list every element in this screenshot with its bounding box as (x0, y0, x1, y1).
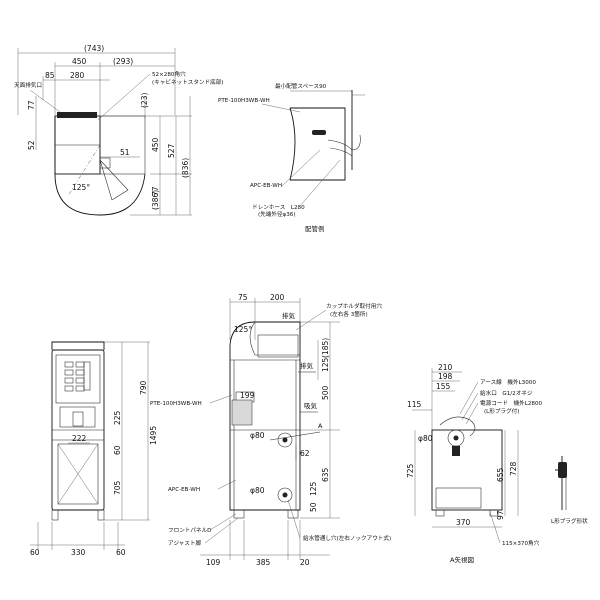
label-apc-side: APC-EB-WH (168, 487, 200, 493)
label-pte-top: PTE-100H3WB-WH (218, 98, 270, 104)
button-panel (64, 361, 91, 392)
dim-293: (293) (113, 57, 133, 66)
label-hole-a: 115×370角穴 (502, 539, 540, 547)
label-ko: 給水管通し穴(左右ノックアウト式) (303, 534, 391, 542)
dim-222: 222 (72, 434, 87, 443)
label-water: 給水口 G1/2オネジ (480, 389, 533, 397)
dim-1495: 1495 (149, 426, 158, 445)
dim-330: 330 (71, 548, 86, 557)
l-plug-view: L形プラグ形状 (551, 456, 588, 525)
dim-77: 77 (27, 100, 36, 110)
dim-109: 109 (206, 558, 221, 567)
dim-phi80b: φ80 (250, 486, 265, 495)
label-earth: アース線 機外L3000 (480, 378, 536, 386)
dim-phi80a: φ80 (250, 431, 265, 440)
label-plug: (L形プラグ付) (484, 407, 519, 415)
top-plan-view: (743) 450 (293) 85 280 52×280角穴 (キャビネットス… (14, 44, 224, 216)
dim-210: 210 (438, 363, 453, 372)
dim-450v: 450 (151, 137, 160, 152)
dim-51: 51 (120, 148, 130, 157)
label-a: A (318, 422, 323, 430)
label-exhaust: 排気 (282, 311, 296, 320)
dim-635: 635 (321, 467, 330, 482)
dim-23: (23) (140, 93, 149, 108)
label-cord: 電源コード 機外L2800 (480, 399, 543, 407)
label-stand: (キャビネットスタンド底部) (152, 78, 224, 86)
caption-plug: L形プラグ形状 (551, 517, 588, 525)
dim-450: 450 (72, 57, 87, 66)
label-hose: ドレンホース L280 (252, 204, 305, 211)
dim-52: 52 (27, 140, 36, 150)
dim-385: 385 (256, 558, 271, 567)
dim-20: 20 (300, 558, 310, 567)
label-holder: カップホルダ取付用穴 (326, 302, 382, 310)
dim-200: 200 (270, 293, 285, 302)
caption-detail-a: A矢視図 (450, 555, 474, 564)
label-vent: 天面排気口 (14, 81, 42, 89)
front-view: 222 790 1495 225 60 705 60 330 60 (30, 341, 158, 557)
dim-185: (185) (321, 338, 330, 358)
side-view: 75 200 199 125° 排気 カップホルダ取付用穴 (左右各 3箇所) … (150, 293, 391, 567)
label-space: 最小配管スペース90 (275, 82, 327, 90)
label-pte-side: PTE-100H3WB-WH (150, 401, 202, 407)
dim-125b: 125 (309, 481, 318, 496)
dim-85: 85 (45, 71, 55, 80)
detail-a-view: 210 198 155 115 アース線 機外L3000 給水口 G1/2オネジ… (406, 363, 543, 564)
label-hose-note: (先端外径φ36) (258, 210, 296, 218)
dim-725: 725 (406, 463, 415, 478)
dim-155: 155 (436, 382, 451, 391)
dim-527: 527 (167, 143, 176, 158)
dim-60r: 60 (116, 548, 126, 557)
dim-280: 280 (70, 71, 85, 80)
dim-125: 125 (321, 357, 330, 372)
dim-62: 62 (300, 449, 310, 458)
label-intake: 吸気 (304, 401, 318, 410)
dim-75: 75 (238, 293, 248, 302)
caption-piping: 配管例 (305, 224, 325, 233)
dim-386: (386) (151, 190, 160, 210)
dim-790: 790 (139, 380, 148, 395)
dim-77b: 77 (151, 186, 160, 196)
dim-370: 370 (456, 518, 471, 527)
piping-example-view: 最小配管スペース90 PTE-100H3WB-WH APC-EB-WH ドレンホ… (218, 82, 365, 233)
label-holder-note: (左右各 3箇所) (330, 310, 368, 318)
dim-198: 198 (438, 372, 453, 381)
dim-728: 728 (509, 461, 518, 476)
label-frontpanel: フロントパネルD (168, 527, 211, 534)
dim-60a: 60 (113, 445, 122, 455)
dim-500: 500 (321, 385, 330, 400)
dim-836: (836) (181, 158, 190, 178)
dim-655: 655 (496, 467, 505, 482)
dim-phi80-a: φ80 (418, 434, 433, 443)
label-apc-top: APC-EB-WH (250, 183, 282, 189)
angle-125-side: 125° (234, 325, 252, 334)
dim-743: (743) (84, 44, 104, 53)
label-hole: 52×280角穴 (152, 70, 186, 78)
dim-60l: 60 (30, 548, 40, 557)
dim-115: 115 (407, 400, 422, 409)
dim-225: 225 (113, 410, 122, 425)
label-adjuster: アジャスト脚 (168, 539, 201, 547)
angle-125: 125° (72, 183, 90, 192)
dim-199: 199 (240, 391, 255, 400)
label-exhaust2: 排気 (300, 361, 314, 370)
dim-50: 50 (309, 502, 318, 512)
dim-97: 97 (496, 510, 505, 520)
dim-705: 705 (113, 480, 122, 495)
